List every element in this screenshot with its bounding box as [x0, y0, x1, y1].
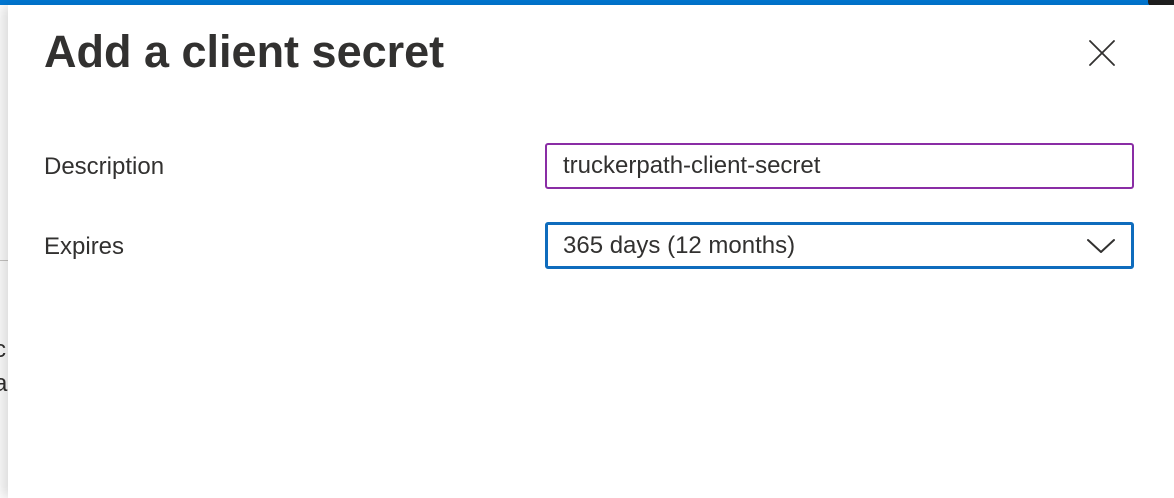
add-client-secret-panel: Add a client secret Description Expires … — [8, 5, 1174, 498]
background-text-fragment: a — [0, 370, 8, 397]
panel-title: Add a client secret — [44, 26, 445, 77]
description-label: Description — [44, 153, 165, 180]
description-input[interactable] — [545, 143, 1134, 189]
chevron-down-icon — [1087, 238, 1115, 254]
top-corner-edge — [1148, 0, 1174, 6]
background-divider — [0, 260, 8, 261]
close-button[interactable] — [1080, 31, 1124, 75]
top-accent-bar — [0, 0, 1174, 5]
expires-selected-value: 365 days (12 months) — [563, 232, 796, 259]
background-text-fragment: c — [0, 336, 6, 363]
expires-dropdown[interactable]: 365 days (12 months) — [545, 222, 1134, 269]
expires-label: Expires — [44, 233, 125, 260]
close-icon — [1089, 40, 1115, 66]
